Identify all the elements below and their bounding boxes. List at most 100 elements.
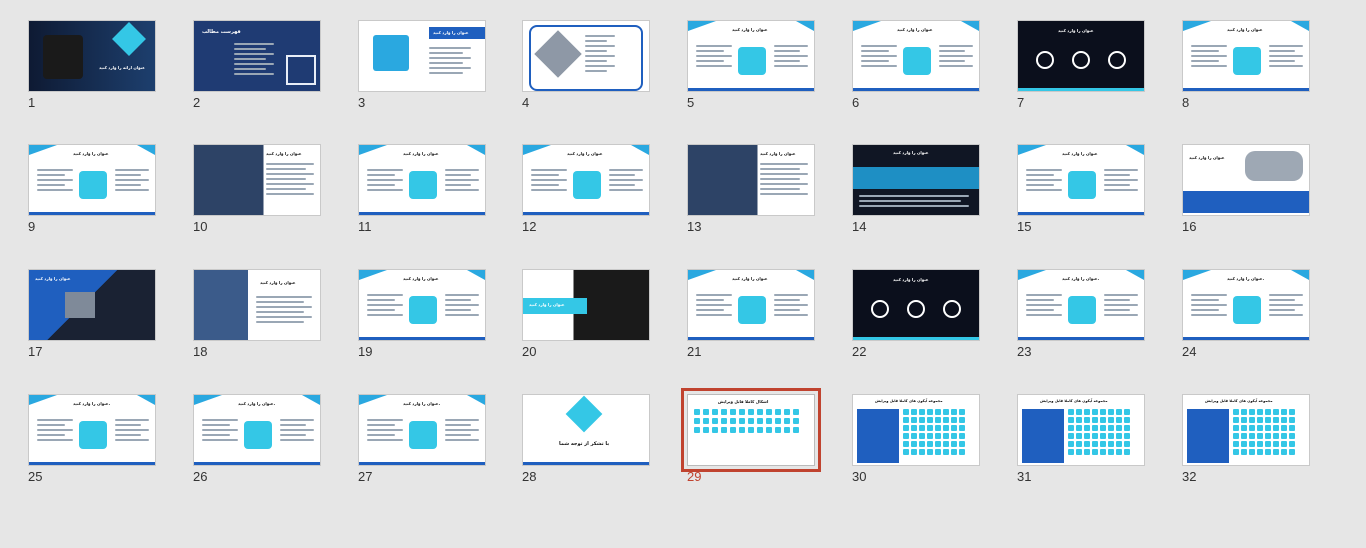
icon	[1233, 441, 1239, 447]
text-line	[1026, 314, 1062, 316]
slide-thumbnail[interactable]: عنوان را وارد کنید	[1182, 20, 1310, 92]
slide-thumbnail[interactable]: با تشکر از توجه شما	[522, 394, 650, 466]
icon	[1257, 433, 1263, 439]
slide-cell-25[interactable]: عنوان را وارد کنید.25	[28, 394, 164, 494]
chip-graphic	[373, 35, 409, 71]
slide-thumbnail[interactable]: عنوان را وارد کنید	[358, 20, 486, 92]
blue-panel	[1022, 409, 1064, 463]
icon	[919, 441, 925, 447]
slide-thumbnail[interactable]: عنوان ارائه را وارد کنید	[28, 20, 156, 92]
text-line	[1104, 304, 1138, 306]
slide-thumbnail[interactable]: اشکال کاملا قابل ویرایش	[681, 388, 821, 472]
text-line	[861, 60, 889, 62]
text-line	[696, 60, 724, 62]
slide-thumbnail[interactable]: عنوان را وارد کنید	[852, 20, 980, 92]
slide-thumbnail[interactable]: عنوان را وارد کنید.	[358, 394, 486, 466]
slide-thumbnail[interactable]: عنوان را وارد کنید	[852, 269, 980, 341]
slide-thumbnail[interactable]	[522, 20, 650, 92]
text-line	[266, 163, 314, 165]
text-line	[429, 62, 463, 64]
slide-thumbnail[interactable]: مجموعه آیکون های کاملا قابل ویرایش	[1182, 394, 1310, 466]
slide-thumbnail[interactable]: عنوان را وارد کنید	[28, 144, 156, 216]
footer-stripe	[359, 337, 485, 340]
slide-thumbnail[interactable]: عنوان را وارد کنید	[1182, 144, 1310, 216]
slide-cell-27[interactable]: عنوان را وارد کنید.27	[358, 394, 494, 494]
slide-thumbnail[interactable]: عنوان را وارد کنید	[1017, 20, 1145, 92]
text-line	[37, 189, 73, 191]
slide-cell-4[interactable]: 4	[522, 20, 658, 120]
slide-thumbnail[interactable]: عنوان را وارد کنید	[193, 144, 321, 216]
text-line	[115, 169, 149, 171]
slide-thumbnail[interactable]: عنوان را وارد کنید.	[28, 394, 156, 466]
text-line	[1269, 309, 1295, 311]
icon	[1273, 449, 1279, 455]
corner-decoration	[796, 21, 814, 31]
slide-thumbnail[interactable]: عنوان را وارد کنید	[687, 144, 815, 216]
slide-thumbnail[interactable]: عنوان را وارد کنید	[358, 144, 486, 216]
footer-stripe	[29, 212, 155, 215]
corner-decoration	[1291, 270, 1309, 280]
slide-thumbnail[interactable]: عنوان را وارد کنید	[687, 269, 815, 341]
slide-number: 32	[1182, 469, 1197, 484]
icon	[1281, 433, 1287, 439]
text-line	[115, 184, 141, 186]
slide-thumbnail[interactable]: عنوان را وارد کنید.	[193, 394, 321, 466]
slide-cell-32[interactable]: مجموعه آیکون های کاملا قابل ویرایش 32	[1182, 394, 1318, 494]
slide-thumbnail[interactable]: فهرست مطالب	[193, 20, 321, 92]
slide-thumbnail[interactable]: عنوان را وارد کنید	[522, 269, 650, 341]
icon	[1124, 441, 1130, 447]
slide-thumbnail[interactable]: عنوان را وارد کنید	[852, 144, 980, 216]
slide-thumbnail[interactable]: عنوان را وارد کنید	[1017, 144, 1145, 216]
slide-thumbnail[interactable]: عنوان را وارد کنید	[687, 20, 815, 92]
icon	[927, 417, 933, 423]
slide-thumbnail[interactable]: عنوان را وارد کنید.	[1182, 269, 1310, 341]
corner-decoration	[194, 395, 222, 405]
slide-cell-26[interactable]: عنوان را وارد کنید.26	[193, 394, 329, 494]
slide-cell-23[interactable]: عنوان را وارد کنید.23	[1017, 269, 1153, 369]
text-line	[696, 309, 724, 311]
text-line	[202, 419, 238, 421]
slide-caption: عنوان را وارد کنید	[567, 151, 603, 156]
slide-thumbnail[interactable]: عنوان را وارد کنید	[28, 269, 156, 341]
slide-number: 24	[1182, 344, 1197, 359]
corner-decoration	[1126, 145, 1144, 155]
slide-caption: عنوان را وارد کنید.	[73, 401, 111, 406]
slide-thumbnail[interactable]: عنوان را وارد کنید.	[1017, 269, 1145, 341]
icon	[1100, 417, 1106, 423]
slide-thumbnail[interactable]: عنوان را وارد کنید	[522, 144, 650, 216]
slide-thumbnail[interactable]: مجموعه آیکون های کاملا قابل ویرایش	[1017, 394, 1145, 466]
slide-thumbnail[interactable]: مجموعه آیکون های کاملا قابل ویرایش	[852, 394, 980, 466]
slide-cell-24[interactable]: عنوان را وارد کنید. 24	[1182, 269, 1318, 369]
text-line	[280, 424, 306, 426]
icon	[1084, 441, 1090, 447]
slide-thumbnail[interactable]: عنوان را وارد کنید	[358, 269, 486, 341]
slide-number: 4	[522, 95, 530, 110]
slide-thumbnail[interactable]: عنوان را وارد کنید	[193, 269, 321, 341]
icon	[712, 427, 718, 433]
